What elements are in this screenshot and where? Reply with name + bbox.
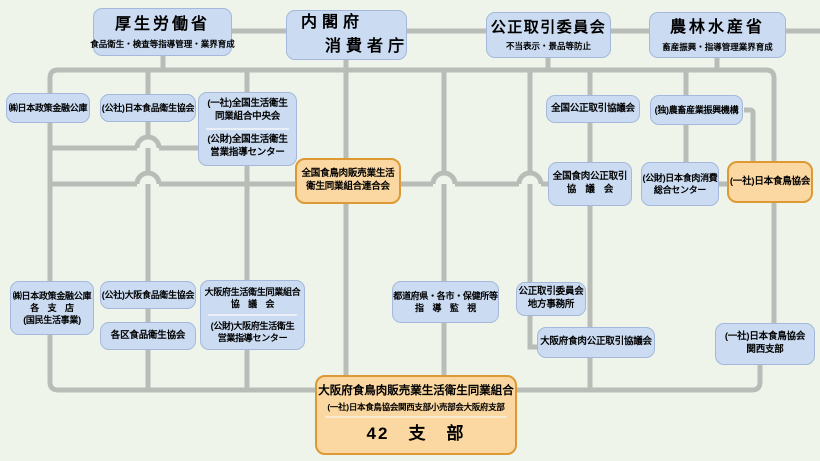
box-mhlw: 厚生労働省 食品衛生・検査等指導管理・業界育成 <box>90 8 235 56</box>
shokuniku-kotorihiki-line1: 全国食肉公正取引 <box>552 171 628 183</box>
hokensho-line2: 指 導 監 視 <box>415 303 476 313</box>
box-osaka-jfha: (公社)大阪食品衛生協会 <box>100 281 196 309</box>
shokuniku-center-line1: (公財)日本食肉消費 <box>642 172 718 183</box>
box-cao: 内閣府 消費者庁 <box>286 10 407 60</box>
osaka-shokuniku-label: 大阪府食肉公正取引協議会 <box>540 336 652 348</box>
box-hokensho: 都道府県・各市・保健所等 指 導 監 視 <box>392 281 499 323</box>
box-alic: (独)農畜産業振興機構 <box>650 95 743 125</box>
osaka-jfha-label: (公社)大阪食品衛生協会 <box>101 289 195 300</box>
shokuniku-center-line2: 総合センター <box>653 185 707 195</box>
jftc-subtitle: 不当表示・景品等防止 <box>505 40 591 51</box>
jca-kansai-line1: (一社)日本食鳥協会 <box>724 331 806 343</box>
jfc-label: ㈱日本政策金融公庫 <box>8 102 88 113</box>
osaka-kumiai-line1: 大阪府食鳥肉販売業生活衛生同業組合 <box>318 385 514 398</box>
maff-subtitle: 畜産振興・指導管理業界育成 <box>662 41 773 52</box>
box-shokuniku-kotorihiki: 全国食肉公正取引 協 議 会 <box>548 162 632 206</box>
box-zenkoku-kotorihiki: 全国公正取引協議会 <box>546 95 640 123</box>
jftc-local-line2: 地方事務所 <box>527 299 575 310</box>
seiei-divider <box>205 128 290 130</box>
mhlw-title: 厚生労働省 <box>114 15 210 33</box>
box-jftc: 公正取引委員会 不当表示・景品等防止 <box>486 12 611 58</box>
osaka-seiei-kyogikai-line2: 協 議 会 <box>230 298 275 309</box>
box-jca: (一社)日本食鳥協会 <box>727 161 813 203</box>
osaka-kumiai-divider <box>324 416 508 419</box>
box-jftc-local: 公正取引委員会 地方事務所 <box>516 282 586 316</box>
alic-label: (独)農畜産業振興機構 <box>654 104 739 115</box>
box-osaka-kumiai: 大阪府食鳥肉販売業生活衛生同業組合 (一社)日本食鳥協会関西支部小売部会大阪府支… <box>315 375 517 455</box>
seiei-chuokai-line2: 同業組合中央会 <box>214 111 281 123</box>
box-jca-kansai: (一社)日本食鳥協会 関西支部 <box>715 323 815 365</box>
jftc-local-line1: 公正取引委員会 <box>518 286 584 298</box>
shokuniku-kotorihiki-line2: 協 議 会 <box>566 184 614 195</box>
box-kotori-rengokai: 全国食鳥肉販売業生活 衛生同業組合連合会 <box>295 158 401 204</box>
osaka-kumiai-line2: (一社)日本食鳥協会関西支部小売部会大阪府支部 <box>327 401 505 412</box>
box-osaka-shokuniku: 大阪府食肉公正取引協議会 <box>537 327 655 358</box>
seiei-chuokai-line1: (一社)全国生活衛生 <box>207 98 288 110</box>
box-jfc: ㈱日本政策金融公庫 <box>6 93 90 123</box>
jfc-branch-line3: (国民生活事業) <box>23 315 81 326</box>
jfha-label: (公社)日本食品衛生協会 <box>101 102 195 113</box>
osaka-seiei-center-line1: (公財)大阪府生活衛生 <box>210 321 295 331</box>
kotori-rengokai-line1: 全国食鳥肉販売業生活 <box>301 168 395 180</box>
box-maff: 農林水産省 畜産振興・指導管理業界育成 <box>649 12 786 58</box>
osaka-seiei-kyogikai-line1: 大阪府生活衛生同業組合 <box>204 286 301 297</box>
box-jfha: (公社)日本食品衛生協会 <box>100 94 196 122</box>
jca-label: (一社)日本食鳥協会 <box>729 175 811 187</box>
box-jfc-branch: ㈱日本政策金融公庫 各 支 店 (国民生活事業) <box>10 281 94 335</box>
box-seiei-combined: (一社)全国生活衛生 同業組合中央会 (公財)全国生活衛生 営業指導センター <box>198 92 297 166</box>
seiei-center-line1: (公財)全国生活衛生 <box>207 134 288 145</box>
seiei-center-line2: 営業指導センター <box>210 146 285 158</box>
zenkoku-kotorihiki-label: 全国公正取引協議会 <box>551 102 635 114</box>
box-osaka-seiei-combined: 大阪府生活衛生同業組合 協 議 会 (公財)大阪府生活衛生 営業指導センター <box>200 280 305 350</box>
mhlw-subtitle: 食品衛生・検査等指導管理・業界育成 <box>90 38 235 49</box>
osaka-kumiai-line3: 42 支 部 <box>366 424 466 444</box>
kotori-rengokai-line2: 衛生同業組合連合会 <box>306 181 390 192</box>
osaka-seiei-divider <box>208 314 297 316</box>
jca-kansai-line2: 関西支部 <box>746 344 784 355</box>
jfc-branch-line1: ㈱日本政策金融公庫 <box>12 290 92 301</box>
kaku-ku-label: 各区食品衛生協会 <box>110 329 186 341</box>
hokensho-line1: 都道府県・各市・保健所等 <box>393 290 498 301</box>
box-kaku-ku: 各区食品衛生協会 <box>100 322 196 350</box>
osaka-seiei-center-line2: 営業指導センター <box>217 333 288 344</box>
cao-line2: 消費者庁 <box>325 38 410 55</box>
cao-line1: 内閣府 <box>301 14 365 32</box>
box-shokuniku-center: (公財)日本食肉消費 総合センター <box>641 162 719 206</box>
maff-title: 農林水産省 <box>669 18 765 36</box>
jftc-title: 公正取引委員会 <box>490 18 607 36</box>
jfc-branch-line2: 各 支 店 <box>30 302 74 313</box>
